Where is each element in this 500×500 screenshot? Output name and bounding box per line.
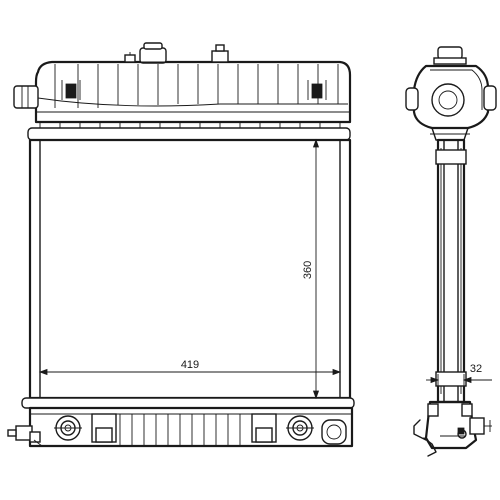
top-tank [13, 42, 352, 128]
inlet-pipe [13, 85, 39, 109]
width-dimension: 419 [38, 359, 342, 376]
side-core [435, 138, 467, 404]
side-filler-cap [433, 46, 467, 65]
side-inlet-circle [431, 83, 465, 117]
lower-header-plate [21, 397, 355, 409]
upper-header-plate [27, 127, 351, 141]
left-mount-boss [54, 415, 82, 441]
bleed-screw [211, 44, 229, 63]
outlet-pipe [321, 419, 347, 445]
height-dimension: 360 [302, 138, 320, 400]
drain-plug [7, 425, 43, 447]
depth-dimension: 32 [426, 363, 492, 388]
tank-ribs [36, 64, 350, 113]
right-mount-boss [286, 415, 314, 441]
side-view: 32 [405, 46, 497, 457]
core-height-label: 360 [302, 261, 314, 279]
front-view: 419 360 [7, 42, 355, 448]
bottom-tank [7, 406, 354, 448]
core-width-label: 419 [181, 359, 199, 371]
side-bottom-tank [413, 400, 492, 457]
filler-cap [124, 42, 168, 64]
core-depth-label: 32 [470, 363, 482, 375]
